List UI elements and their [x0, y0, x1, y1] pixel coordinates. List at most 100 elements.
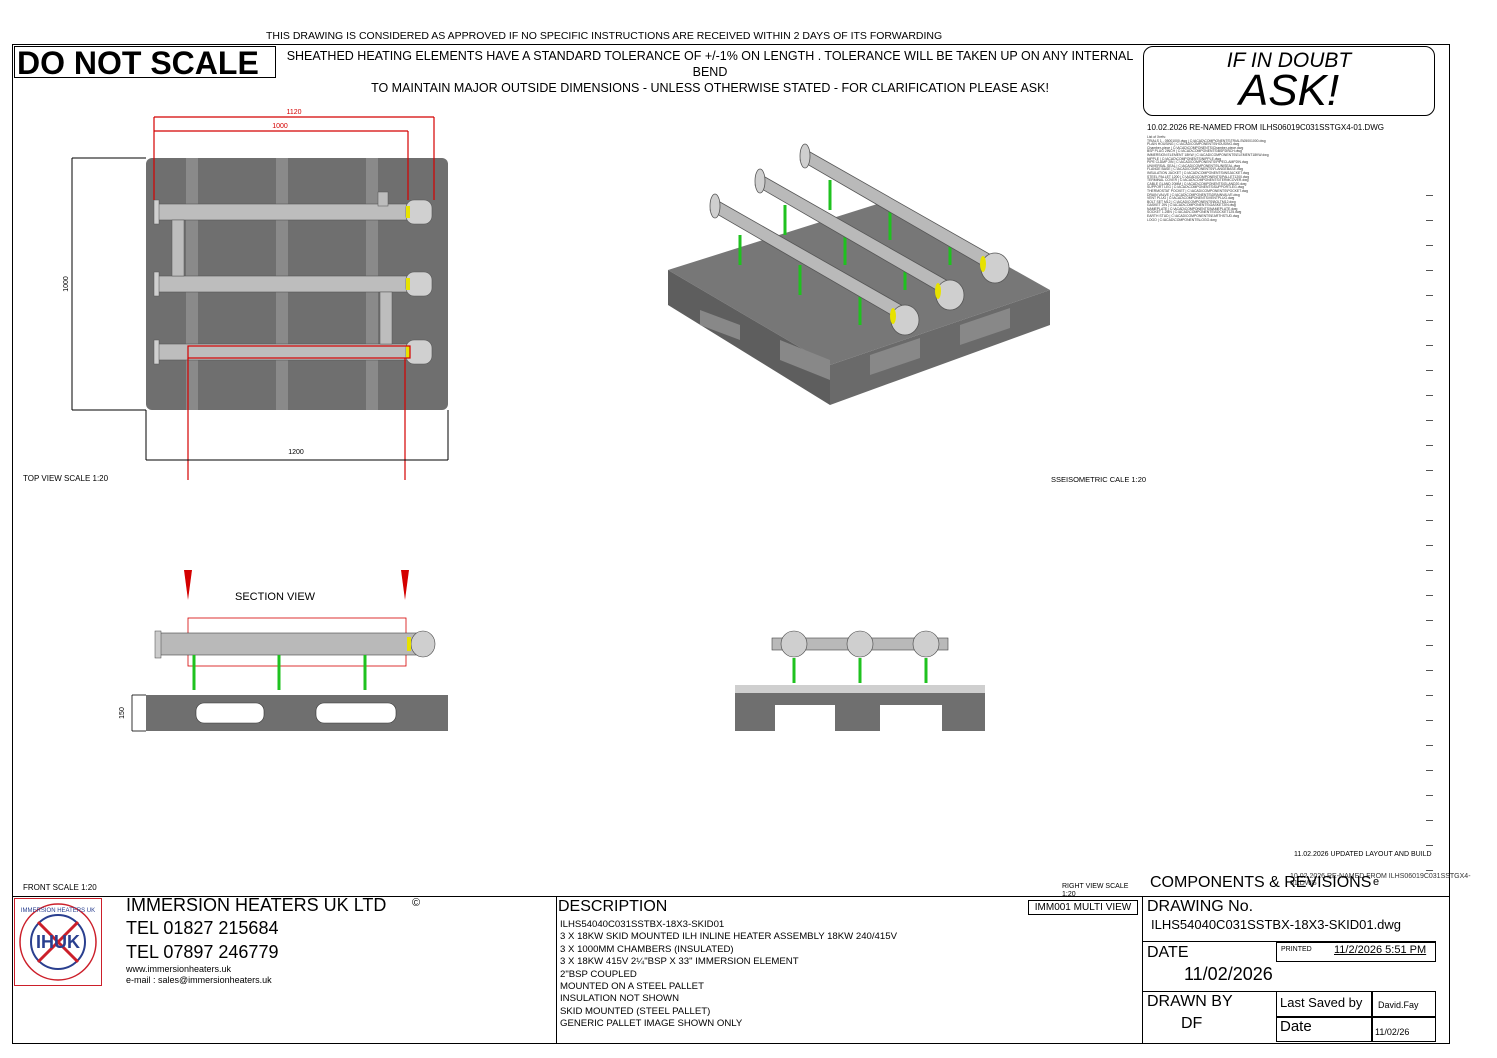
xref-item: IMMERSION ELEMENT 18KW | C:\ACAD\COMPONE… — [1147, 152, 1269, 157]
xref-list: List of Xrefs:TRIALS 1 - 05001000.dwg | … — [1147, 135, 1347, 222]
scale-tick — [1426, 445, 1433, 446]
front-view-label: FRONT SCALE 1:20 — [23, 883, 97, 892]
scale-tick — [1426, 420, 1433, 421]
description-line: 3 X 18KW SKID MOUNTED ILH INLINE HEATER … — [560, 931, 897, 943]
xref-item: SUPPORT LEG | C:\ACAD\COMPONENTS\SUPPORT… — [1147, 185, 1244, 190]
scale-tick — [1426, 845, 1433, 846]
company-website: www.immersionheaters.uk — [126, 964, 232, 974]
scale-tick — [1426, 570, 1433, 571]
description-line: GENERIC PALLET IMAGE SHOWN ONLY — [560, 1018, 743, 1030]
section-view-label: SECTION VIEW — [235, 591, 316, 603]
isometric-view-label: SSEISOMETRIC CALE 1:20 — [1051, 475, 1147, 484]
date2-value: 11/02/26 — [1375, 1027, 1410, 1037]
dim-150-label: 150 — [119, 707, 126, 719]
scale-tick — [1426, 795, 1433, 796]
revision-note-top: 10.02.2026 RE-NAMED FROM ILHS06019C031SS… — [1147, 123, 1384, 132]
xref-item: INSULATION JACKET | C:\ACAD\COMPONENTS\I… — [1147, 170, 1250, 175]
scale-tick — [1426, 720, 1433, 721]
approval-notice: THIS DRAWING IS CONSIDERED AS APPROVED I… — [266, 30, 943, 42]
scale-tick — [1426, 395, 1433, 396]
isometric-view-drawing — [668, 143, 1050, 405]
xref-item: BSP PLUG 2INCH | C:\ACAD\COMPONENTS\BSP2… — [1147, 149, 1242, 154]
last-saved-value-box — [1372, 991, 1436, 1017]
right-view-drawing — [735, 630, 985, 731]
date-value: 11/02/2026 — [1184, 964, 1273, 984]
logo-letters: IHUK — [36, 932, 80, 952]
copyright-mark: © — [412, 897, 421, 909]
xref-item: PLAIN HOUSING | C:\ACAD\COMPONENTS\HOUSI… — [1147, 142, 1240, 147]
scale-tick — [1426, 195, 1433, 196]
revision-updated: 11.02.2026 UPDATED LAYOUT AND BUILD — [1294, 851, 1432, 858]
revisions-heading: COMPONENTS & REVISIONS — [1150, 874, 1372, 891]
last-saved-value: David.Fay — [1378, 1000, 1419, 1010]
dim-1120-label: 1120 — [286, 109, 301, 116]
scale-tick — [1426, 320, 1433, 321]
dim-1000-label: 1000 — [272, 123, 288, 130]
company-logo: IHUK IMMERSION HEATERS UK — [14, 898, 102, 986]
scale-tick — [1426, 520, 1433, 521]
scale-tick — [1426, 270, 1433, 271]
scale-tick — [1426, 670, 1433, 671]
xref-item: List of Xrefs: — [1147, 135, 1166, 139]
ask-text: ASK! — [1238, 66, 1340, 115]
dimension-lines-black — [71, 157, 449, 461]
top-view-label: TOP VIEW SCALE 1:20 — [23, 474, 109, 483]
if-in-doubt-text: IF IN DOUBT — [1226, 49, 1352, 72]
xref-item: SOCKET 1.25IN | C:\ACAD\COMPONENTS\SOCKE… — [1147, 210, 1242, 215]
scale-tick — [1426, 495, 1433, 496]
drawn-by-label: DRAWN BY — [1147, 993, 1233, 1010]
description-line: INSULATION NOT SHOWN — [560, 993, 680, 1005]
xref-item: CABLE GLAND 20MM | C:\ACAD\COMPONENTS\GL… — [1147, 181, 1247, 186]
date-label: DATE — [1147, 944, 1189, 961]
scale-tick — [1426, 745, 1433, 746]
xref-item: PIPE CLAMP 2IN | C:\ACAD\COMPONENTS\PIPE… — [1147, 160, 1249, 165]
drawing-frame — [12, 44, 1450, 1044]
scale-tick — [1426, 695, 1433, 696]
xref-item: TERMINAL COVER | C:\ACAD\COMPONENTS\TERM… — [1147, 178, 1249, 183]
scale-tick — [1426, 295, 1433, 296]
do-not-scale-box: DO NOT SCALE — [14, 46, 276, 79]
xref-item: UNIVERSAL SEAL | C:\ACAD\COMPONENTS\UNIS… — [1147, 163, 1240, 168]
xref-item: TRIALS 1 - 05001000.dwg | C:\ACAD\COMP\O… — [1147, 138, 1266, 143]
tolerance-line-1: SHEATHED HEATING ELEMENTS HAVE A STANDAR… — [286, 49, 1134, 79]
dim-pallet-width-label: 1000 — [63, 276, 70, 292]
date2-value-box — [1372, 1017, 1436, 1042]
scale-tick — [1426, 645, 1433, 646]
company-name: IMMERSION HEATERS UK LTD — [126, 895, 387, 915]
chambers-top — [153, 191, 433, 365]
xref-item: STEEL PALLET 1200 | C:\ACAD\COMPONENTS\P… — [1147, 174, 1250, 179]
drawing-no-value: ILHS54040C031SSTBX-18X3-SKID01.dwg — [1151, 917, 1402, 932]
scale-tick — [1426, 545, 1433, 546]
title-block-divider-2 — [1142, 896, 1143, 1044]
xref-item: DRAIN VALVE | C:\ACAD\COMPONENTS\DRAINVA… — [1147, 192, 1240, 197]
xref-item: BOLT SET M12 | C:\ACAD\COMPONENTS\BOLTM1… — [1147, 199, 1236, 204]
xref-item: VENT PLUG | C:\ACAD\COMPONENTS\VENTPLUG.… — [1147, 196, 1235, 201]
scale-tick — [1426, 370, 1433, 371]
date2-label: Date — [1280, 1018, 1312, 1035]
xref-item: Chamber-piece | C:\ACAD\COMPONENTS\Chamb… — [1147, 145, 1244, 150]
last-saved-label-box — [1276, 991, 1372, 1017]
last-saved-label: Last Saved by — [1280, 995, 1363, 1010]
title-block-top-rule — [12, 896, 1450, 897]
logo-ring-text: IMMERSION HEATERS UK — [21, 908, 95, 914]
printed-box — [1276, 942, 1436, 962]
xref-item: NIPPLE | C:\ACAD\COMPONENTS\NIPPLE.dwg — [1147, 156, 1221, 161]
dimension-lines-red — [153, 116, 435, 480]
scale-tick — [1426, 620, 1433, 621]
right-view-label: RIGHT VIEW SCALE 1:20 — [1062, 883, 1129, 898]
section-arrows — [184, 570, 409, 600]
view-code-box: IMM001 MULTI VIEW — [1028, 900, 1138, 915]
scale-tick — [1426, 870, 1433, 871]
description-line: 3 X 18KW 415V 2¼"BSP X 33" IMMERSION ELE… — [560, 956, 799, 968]
title-block-divider-1 — [556, 896, 557, 1044]
dim-1200-label: 1200 — [288, 449, 304, 456]
xref-item: EARTH STUD | C:\ACAD\COMPONENTS\EARTHSTU… — [1147, 214, 1240, 219]
tolerance-line-2: TO MAINTAIN MAJOR OUTSIDE DIMENSIONS - U… — [371, 81, 1049, 95]
printed-label: PRINTED — [1281, 946, 1312, 953]
printed-value: 11/2/2026 5:51 PM — [1334, 944, 1427, 956]
scale-tick — [1426, 345, 1433, 346]
description-line: ILHS54040C031SSTBX-18X3-SKID01 — [560, 919, 725, 930]
xref-item: LOGO | C:\ACAD\COMPONENTS\LOGO.dwg — [1147, 217, 1217, 222]
tolerance-note: SHEATHED HEATING ELEMENTS HAVE A STANDAR… — [280, 48, 1140, 96]
